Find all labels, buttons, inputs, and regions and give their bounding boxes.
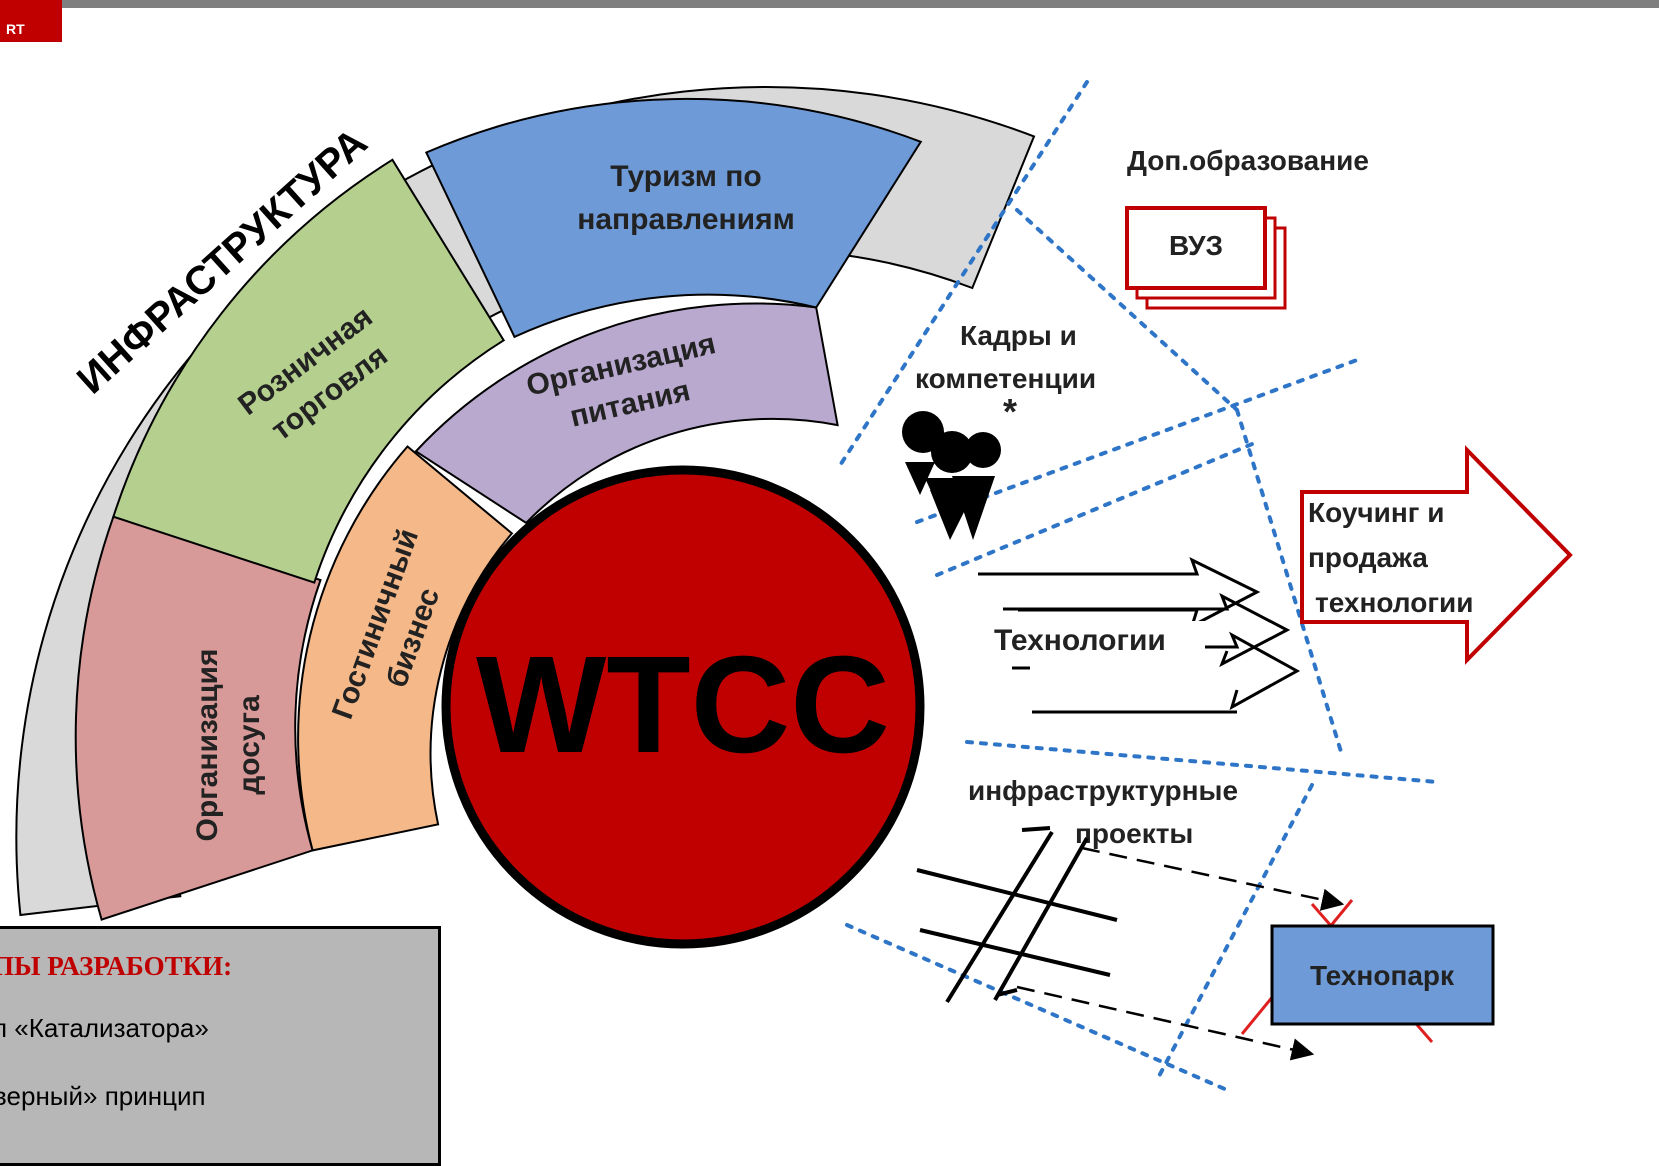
leisure-line2: досуга [233, 695, 266, 795]
dotted-line-8 [845, 923, 1229, 1092]
wtcc-label: WTCC [476, 628, 890, 782]
grid-icon [916, 826, 1118, 1004]
tourism-line1: Туризм по [610, 160, 761, 193]
coaching-line3: технологии [1315, 587, 1473, 618]
dotted-guides [835, 80, 1439, 1092]
staff-asterisk: * [1003, 391, 1017, 432]
principles-box: ПЫ РАЗРАБОТКИ: п «Катализатора» верный» … [0, 926, 441, 1166]
segment-tourism [424, 97, 923, 339]
principles-title: ПЫ РАЗРАБОТКИ: [0, 951, 233, 981]
staff-line2: компетенции [915, 363, 1096, 394]
tech-arrow-1 [978, 557, 1261, 630]
tech-arrow-2 [1003, 592, 1291, 668]
university-stack: ВУЗ [1125, 206, 1287, 310]
infra-projects-line1: инфраструктурные [968, 775, 1238, 806]
education-label: Доп.образование [1127, 145, 1369, 176]
leisure-label: Организация досуга [191, 649, 266, 842]
dotted-line-1 [835, 80, 1089, 472]
tourism-line2: направлениям [577, 203, 795, 236]
dotted-line-4 [915, 358, 1359, 524]
logo-text: RT [6, 21, 25, 37]
coaching-line2: продажа [1308, 542, 1428, 573]
logo: RT [0, 0, 62, 42]
technologies-label: Технологии [994, 624, 1166, 657]
dotted-line-6 [965, 740, 1439, 784]
technopark-label: Технопарк [1310, 960, 1455, 991]
segment-catering [414, 302, 839, 525]
header-bar [0, 0, 1659, 8]
dotted-line-3 [1235, 408, 1344, 757]
university-label: ВУЗ [1169, 230, 1223, 261]
principle-item-2: верный» принцип [0, 1081, 206, 1111]
dashed-arrows [1016, 846, 1345, 1061]
principle-item-1: п «Катализатора» [0, 1013, 209, 1043]
technopark-box [1270, 924, 1495, 1026]
coaching-arrow [1300, 445, 1573, 665]
segment-hotel [297, 445, 514, 852]
segment-retail [112, 158, 506, 584]
tourism-label: Туризм по направлениям [577, 160, 795, 236]
staff-line1: Кадры и [960, 320, 1077, 351]
technologies-label-bg [990, 621, 1205, 659]
wtcc-circle [441, 465, 925, 949]
staff-label: Кадры и компетенции * [915, 320, 1096, 432]
leisure-line1: Организация [191, 649, 224, 842]
people-icon [902, 411, 1001, 540]
coaching-line1: Коучинг и [1308, 497, 1444, 528]
dotted-line-7 [1155, 783, 1314, 1082]
coaching-label: Коучинг и продажа технологии [1308, 497, 1473, 618]
dotted-line-5 [935, 440, 1259, 577]
infra-projects-line2: проекты [1075, 818, 1193, 849]
infra-projects-label: инфраструктурные проекты [968, 775, 1238, 849]
